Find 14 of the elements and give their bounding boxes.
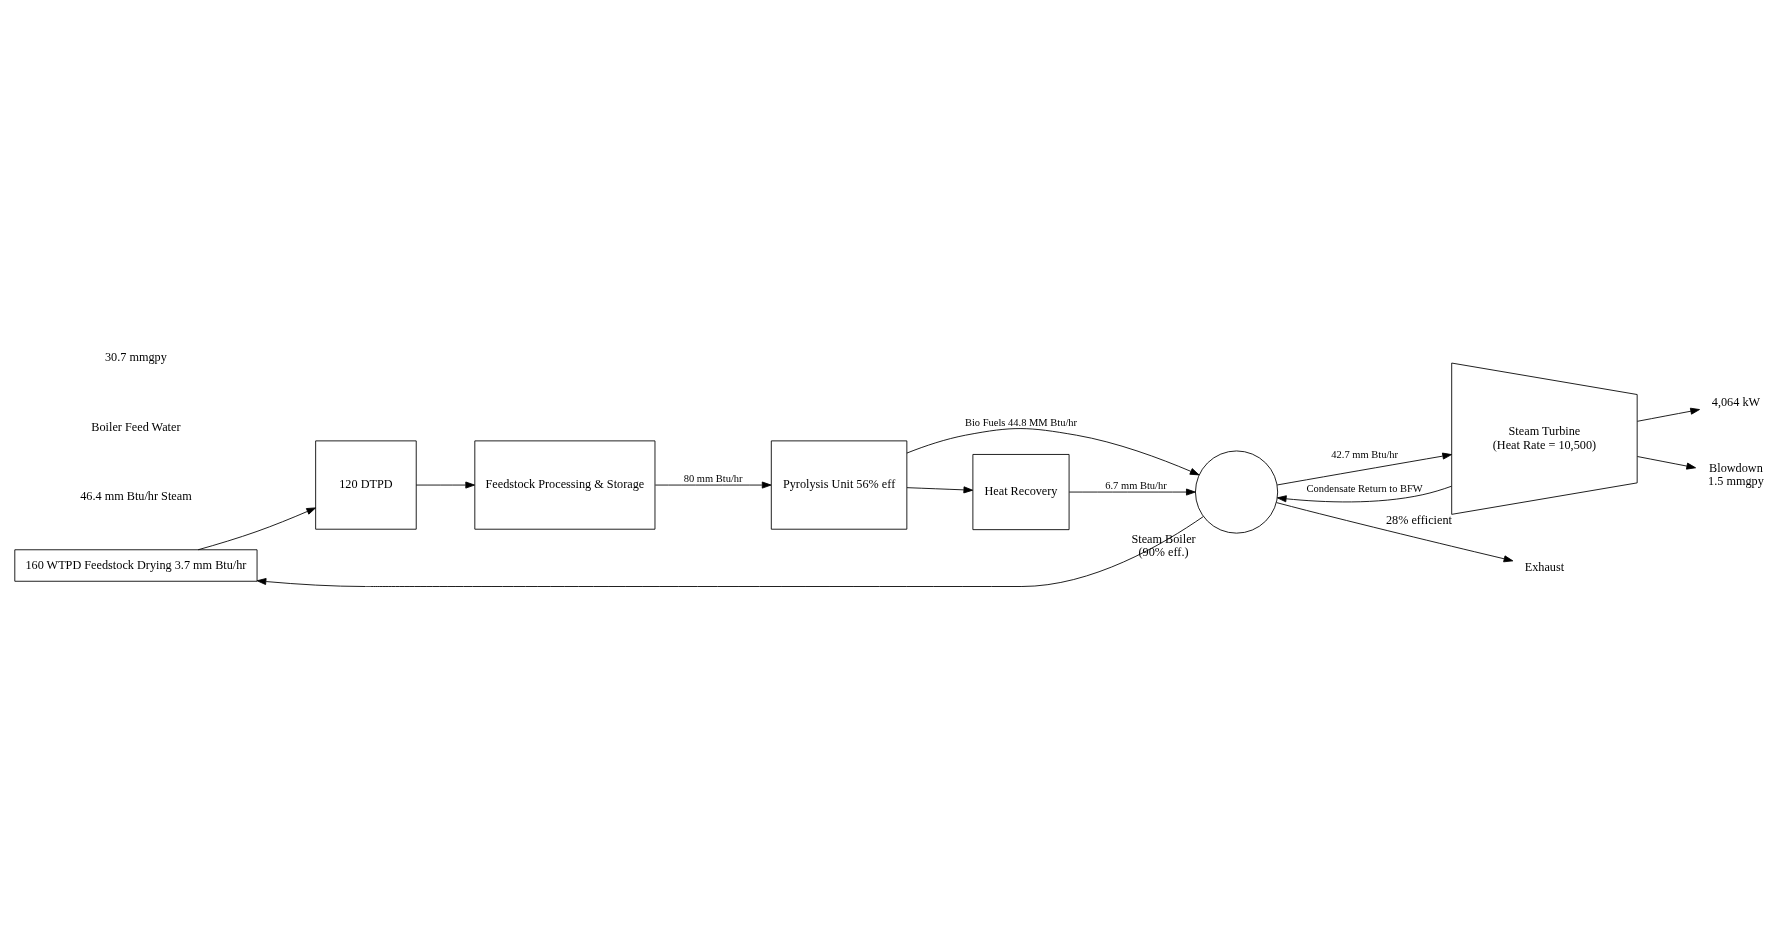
node-label: 28% efficient: [1385, 513, 1452, 528]
edge-label: 42.7 mm Btu/hr: [1331, 449, 1399, 461]
node-text: Exhaust: [1524, 560, 1565, 575]
edge-label: 80 mm Btu/hr: [683, 473, 743, 485]
label: 46.4 mm Btu/hr Steam: [80, 488, 192, 503]
edge-label: Bio Fuels 44.8 MM Btu/hr: [964, 417, 1078, 429]
node-label: Steam Boiler: [1131, 531, 1196, 546]
edge-label: Condensate Return to BFW: [1306, 482, 1423, 494]
node-text: Blowdown 1.5 mmgpy: [1708, 461, 1764, 489]
edge-label: 6.7 mm Btu/hr: [1105, 480, 1167, 492]
node-label: (90% eff.): [1138, 545, 1189, 560]
node-text: 4,064 kW: [1711, 395, 1761, 410]
label: Boiler Feed Water: [91, 419, 181, 434]
label: 30.7 mmgpy: [105, 350, 167, 365]
